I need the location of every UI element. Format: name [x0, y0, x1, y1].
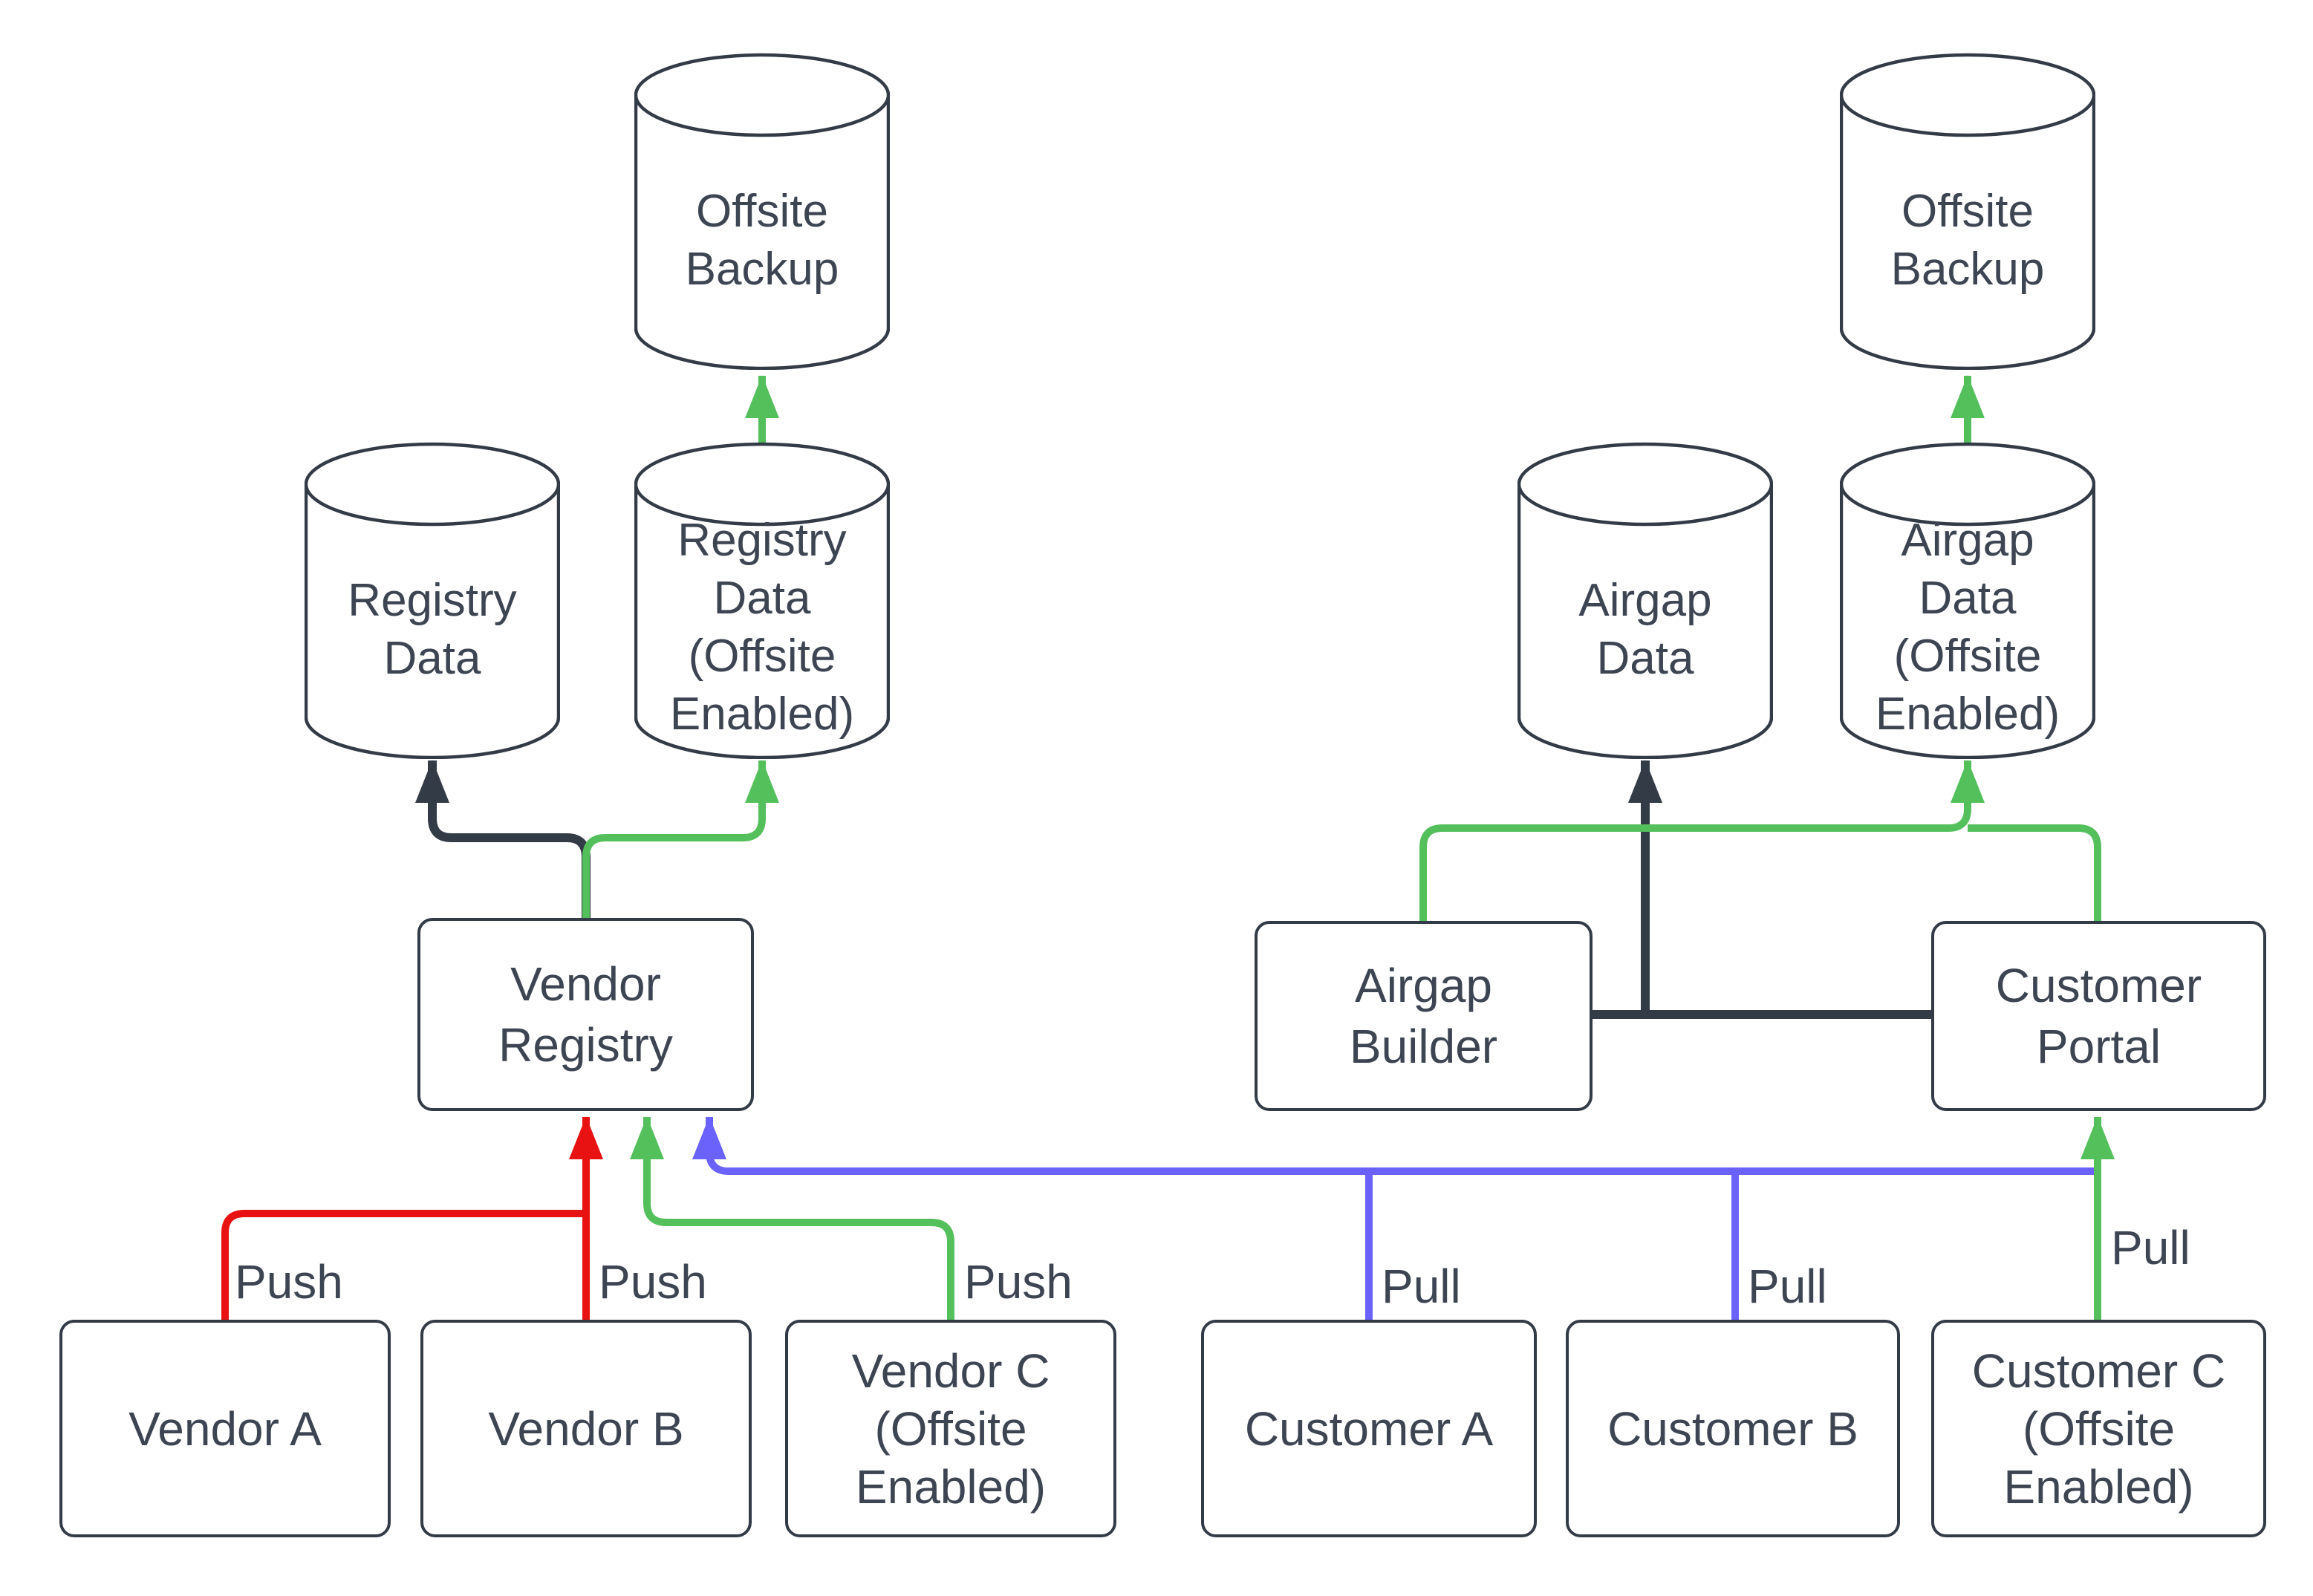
node-customer-c: Customer C (Offsite Enabled): [1931, 1320, 2266, 1537]
cylinder-shape: [1517, 442, 1773, 759]
node-registry-data: Registry Data: [305, 441, 560, 759]
edge-customers-pull-to-vendor-registry: [692, 1116, 2095, 1175]
edge-label-pull-customer-a: Pull: [1382, 1260, 1461, 1313]
node-vendor-c: Vendor C (Offsite Enabled): [785, 1320, 1116, 1537]
node-vendor-a: Vendor A: [59, 1320, 391, 1537]
edge-vendor-registry-to-registry-data: [415, 760, 591, 918]
edge-customer-portal-to-airgap-data-offsite: [1968, 824, 2101, 921]
node-offsite-backup-right: Offsite Backup: [1840, 52, 2095, 370]
node-customer-b: Customer B: [1566, 1320, 1900, 1537]
node-airgap-data-offsite: Airgap Data (Offsite Enabled): [1840, 441, 2095, 759]
node-customer-portal: Customer Portal: [1931, 921, 2266, 1111]
edge-label-push-vendor-b: Push: [599, 1255, 707, 1309]
node-airgap-builder: Airgap Builder: [1255, 921, 1593, 1111]
node-vendor-registry: Vendor Registry: [417, 918, 754, 1111]
node-label: Airgap Data: [1578, 575, 1712, 684]
edge-label-push-vendor-a: Push: [235, 1255, 343, 1309]
cylinder-shape: [305, 442, 560, 759]
node-label: Airgap Data (Offsite Enabled): [1875, 515, 2060, 740]
node-label: Registry Data (Offsite Enabled): [669, 515, 855, 740]
edge-label-pull-customer-b: Pull: [1748, 1260, 1827, 1313]
node-vendor-b: Vendor B: [420, 1320, 752, 1537]
cylinder-shape: [634, 442, 890, 759]
edge-label-pull-customer-c: Pull: [2111, 1221, 2190, 1274]
cylinder-shape: [1840, 53, 2095, 370]
node-label: Registry Data: [348, 575, 517, 684]
node-airgap-data: Airgap Data: [1517, 441, 1773, 759]
edge-label-push-vendor-c: Push: [964, 1255, 1073, 1309]
edge-vendor-a-push: [221, 1210, 586, 1320]
edge-vendor-registry-to-registry-data-offsite: [582, 760, 779, 918]
edge-vendor-c-push-to-vendor-registry: [630, 1116, 954, 1320]
node-label: Offsite Backup: [1890, 186, 2045, 295]
cylinder-shape: [1840, 442, 2095, 759]
cylinder-shape: [634, 53, 890, 370]
node-customer-a: Customer A: [1201, 1320, 1537, 1537]
node-offsite-backup-left: Offsite Backup: [634, 52, 890, 370]
node-label: Offsite Backup: [685, 186, 839, 295]
edge-airgap-builder-to-airgap-data-offsite: [1419, 760, 1985, 921]
node-registry-data-offsite: Registry Data (Offsite Enabled): [634, 441, 890, 759]
